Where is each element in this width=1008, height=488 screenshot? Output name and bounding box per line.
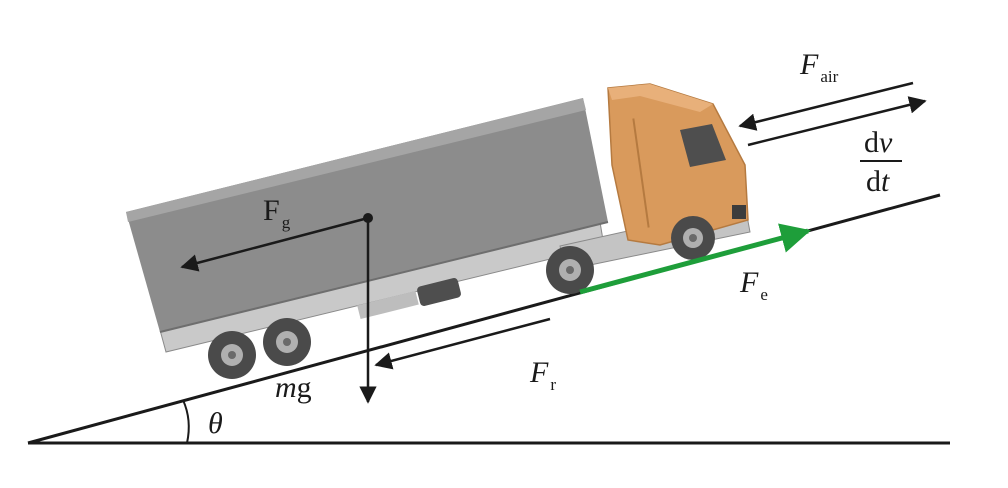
wheel-rear-1 xyxy=(208,331,256,379)
fuel-tank xyxy=(417,278,461,306)
f-air-arrow xyxy=(738,81,914,131)
mg-label: mg xyxy=(275,371,312,404)
wheel-drive xyxy=(546,246,594,294)
wheel-front xyxy=(671,216,715,260)
theta-label: θ xyxy=(208,407,223,440)
f-g-arrow xyxy=(180,216,369,272)
velocity-arrow xyxy=(747,96,927,147)
cab-door-line xyxy=(632,118,650,228)
truck-cab xyxy=(607,83,749,246)
dv-dt-label: dv dt xyxy=(860,126,902,198)
svg-text:dv: dv xyxy=(864,126,893,159)
angle-arc xyxy=(182,399,190,444)
svg-text:dt: dt xyxy=(866,165,890,198)
f-r-arrow xyxy=(374,317,551,370)
trailer-top xyxy=(126,98,586,222)
wheel-rear-2 xyxy=(263,318,311,366)
truck-icon xyxy=(126,83,751,379)
f-e-arrow xyxy=(579,223,811,295)
cab-window xyxy=(680,124,726,167)
